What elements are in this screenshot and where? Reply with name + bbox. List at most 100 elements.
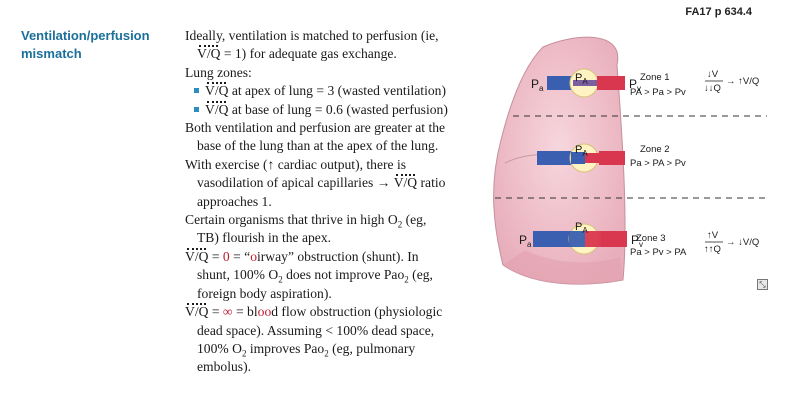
zone-3-vessel: [533, 223, 627, 255]
line-8b: cardiac output), there is: [274, 156, 407, 172]
venous-segment: [599, 151, 625, 165]
bullet-apex: V/Q at apex of lung = 3 (wasted ventilat…: [185, 82, 485, 100]
line-9a: vasodilation of apical capillaries: [197, 175, 377, 191]
page-reference: FA17 p 634.4: [685, 6, 752, 18]
line-18a: 100% O: [197, 340, 242, 356]
line-15: foreign body aspiration).: [197, 285, 332, 301]
zone-1-labels: Pa PA Pv: [531, 72, 641, 93]
PA-label: PA: [575, 72, 588, 86]
zone-3-v-arrow: ↑V: [707, 230, 719, 241]
line-9b: ratio: [417, 175, 446, 191]
vq-ratio: V/Q: [205, 82, 228, 100]
line-2-text: = 1) for adequate gas exchange.: [220, 46, 397, 62]
expand-icon[interactable]: ⤡: [757, 279, 768, 290]
line-19: embolus).: [197, 359, 251, 375]
zone-3-title: Zone 3: [636, 233, 666, 244]
body-text: Ideally, ventilation is matched to perfu…: [185, 27, 485, 377]
line-9: vasodilation of apical capillaries → V/Q…: [185, 174, 485, 192]
pv-label: Pv: [629, 77, 641, 93]
up-arrow-icon: ↑: [267, 156, 275, 172]
arterial-segment: [537, 151, 579, 165]
section-heading: Ventilation/perfusion mismatch: [21, 28, 150, 61]
line-10: approaches 1.: [197, 193, 272, 209]
line-6: Both ventilation and perfusion are great…: [185, 120, 446, 136]
lung-base-shade: [503, 250, 623, 285]
subscript: 2: [397, 219, 403, 230]
line-8: With exercise (↑ cardiac output), there …: [185, 156, 485, 174]
zone-2-relation: Pa > PA > Pv: [630, 158, 686, 169]
mnemonic-i: i: [256, 248, 261, 264]
capillary-venous: [585, 231, 601, 247]
bullet-apex-text: at apex of lung = 3 (wasted ventilation): [228, 83, 446, 99]
capillary: [569, 231, 585, 247]
line-12: TB) flourish in the apex.: [197, 230, 332, 246]
line-13-mid: = “: [229, 248, 251, 264]
bullet-square-icon: [194, 88, 199, 94]
bullet-base: V/Q at base of lung = 0.6 (wasted perfus…: [185, 100, 485, 119]
zone-3-text: Zone 3 Pa > Pv > PA ↑V ↑↑Q → ↓V/Q: [630, 230, 759, 258]
line-18: 100% O2 improves Pao2 (eg, pulmonary: [185, 340, 485, 358]
zone-1-relation: PA > Pa > Pv: [630, 87, 686, 98]
venous-segment: [597, 76, 625, 90]
line-7: base of the lung than at the apex of the…: [197, 138, 439, 154]
line-16: V/Q = ∞ = blood flow obstruction (physio…: [185, 303, 485, 321]
zone-2-vessel: [537, 143, 625, 173]
zone-2-text: Zone 2 Pa > PA > Pv: [630, 144, 686, 169]
zone-1-title: Zone 1: [640, 72, 670, 83]
vq-ratio: V/Q: [197, 45, 220, 63]
line-8a: With exercise (: [185, 156, 268, 172]
lung-zones-diagram: Pa PA Pv PA Pa PA Pv Zone 1 PA > Pa > Pv…: [493, 36, 767, 285]
line-16-mid: = bl: [232, 304, 258, 320]
zone-1-result: → ↑V/Q: [726, 76, 759, 87]
subscript: 2: [324, 348, 329, 359]
vq-ratio: V/Q: [185, 303, 208, 321]
line-11: Certain organisms that thrive in high O2…: [185, 211, 485, 229]
zone-3-result: → ↓V/Q: [726, 237, 759, 248]
right-arrow-icon: →: [376, 175, 391, 191]
pv-label: Pv: [631, 233, 643, 249]
line-14b: does not improve Pao: [282, 267, 405, 283]
line-18c: (eg, pulmonary: [328, 340, 416, 356]
capillary-pinch: [573, 80, 597, 86]
capillary: [571, 152, 585, 164]
line-13-rest: rway” obstruction (shunt). In: [260, 248, 419, 264]
line-14c: (eg,: [408, 267, 433, 283]
PA-label: PA: [575, 221, 588, 235]
line-17: dead space). Assuming < 100% dead space,: [197, 322, 435, 338]
capillary-narrow: [585, 153, 599, 163]
arterial-segment: [547, 76, 577, 90]
pa-label: Pa: [531, 77, 544, 93]
line-14a: shunt, 100% O: [197, 267, 279, 283]
vq-ratio: V/Q: [394, 174, 417, 192]
subscript: 2: [404, 275, 409, 285]
mnemonic-oo: oo: [257, 304, 272, 320]
equals: =: [208, 304, 223, 320]
zone-1-q-arrow: ↓↓Q: [704, 83, 721, 94]
PA-label: PA: [575, 144, 588, 158]
zone-1-v-arrow: ↓V: [707, 69, 719, 80]
zone-1-vessel: [547, 68, 625, 98]
zone-3-labels: Pa PA Pv: [519, 221, 643, 249]
line-13: V/Q = 0 = “oirway” obstruction (shunt). …: [185, 247, 485, 266]
line-16-rest: d flow obstruction (physiologic: [271, 304, 443, 320]
line-11b: (eg,: [402, 212, 427, 228]
equals: =: [208, 248, 223, 264]
mnemonic-o: o: [250, 248, 257, 264]
line-14: shunt, 100% O2 does not improve Pao2 (eg…: [185, 266, 485, 284]
line-18b: improves Pao: [246, 340, 325, 356]
line-11a: Certain organisms that thrive in high O: [185, 212, 398, 228]
pa-label: Pa: [519, 233, 532, 249]
zone-3-relation: Pa > Pv > PA: [630, 247, 687, 258]
vq-ratio: V/Q: [185, 247, 208, 266]
subscript: 2: [278, 275, 283, 285]
vq-ratio: V/Q: [205, 100, 228, 119]
subscript: 2: [241, 348, 247, 359]
venous-segment: [601, 231, 627, 247]
bullet-square-icon: [194, 106, 199, 112]
infinity-value: ∞: [222, 304, 233, 320]
zone-2-labels: PA: [575, 144, 588, 158]
bullet-base-text: at base of lung = 0.6 (wasted perfusion): [228, 101, 448, 117]
line-2: V/Q = 1) for adequate gas exchange.: [185, 45, 485, 63]
zone-2-title: Zone 2: [640, 144, 670, 155]
zero-value: 0: [222, 248, 230, 264]
